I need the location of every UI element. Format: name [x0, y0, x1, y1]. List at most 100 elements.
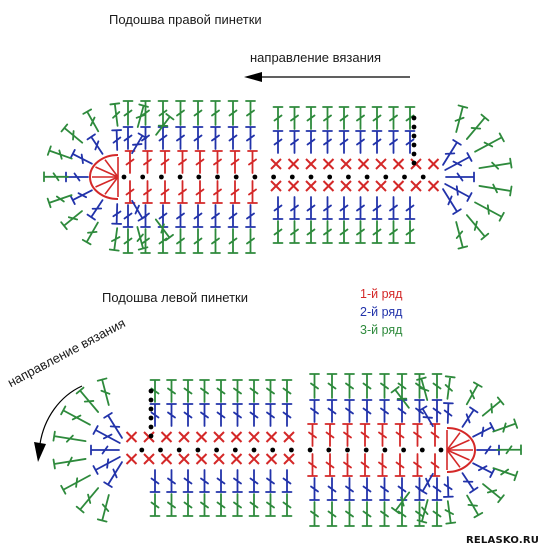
- double-crochet-stitch: [344, 477, 355, 501]
- turning-chain-stitch: [411, 115, 417, 121]
- double-crochet-stitch: [444, 500, 457, 525]
- single-crochet-stitch: [427, 180, 440, 192]
- double-crochet-stitch: [245, 126, 256, 150]
- double-crochet-stitch: [212, 180, 223, 204]
- double-crochet-stitch: [371, 196, 383, 220]
- double-crochet-stitch: [379, 399, 390, 423]
- double-crochet-stitch: [371, 130, 383, 154]
- double-crochet-stitch: [281, 493, 293, 517]
- double-crochet-stitch: [177, 150, 188, 174]
- double-crochet-stitch: [474, 132, 505, 153]
- chain-stitch: [402, 174, 407, 180]
- double-crochet-stitch: [199, 403, 210, 427]
- row1-radial-stitch: [104, 159, 119, 178]
- double-crochet-stitch: [75, 386, 99, 413]
- double-crochet-stitch: [52, 456, 87, 470]
- double-crochet-stitch: [388, 106, 399, 130]
- double-crochet-stitch: [342, 423, 353, 447]
- double-crochet-stitch: [149, 469, 161, 493]
- chain-stitch: [401, 447, 406, 453]
- double-crochet-stitch: [229, 150, 241, 174]
- double-crochet-stitch: [149, 493, 161, 517]
- double-crochet-stitch: [227, 100, 239, 126]
- single-crochet-stitch: [230, 453, 243, 465]
- double-crochet-stitch: [90, 444, 120, 456]
- double-crochet-stitch: [192, 126, 204, 150]
- double-crochet-stitch: [192, 228, 204, 254]
- double-crochet-stitch: [247, 150, 258, 174]
- double-crochet-stitch: [194, 150, 206, 174]
- double-crochet-stitch: [322, 196, 333, 220]
- double-crochet-stitch: [175, 228, 186, 254]
- double-crochet-stitch: [379, 501, 390, 527]
- double-crochet-stitch: [122, 100, 134, 126]
- double-crochet-stitch: [111, 203, 123, 225]
- double-crochet-stitch: [265, 379, 276, 403]
- single-crochet-stitch: [195, 453, 208, 465]
- single-crochet-stitch: [178, 431, 190, 443]
- double-crochet-stitch: [96, 377, 111, 406]
- single-crochet-stitch: [213, 453, 225, 465]
- double-crochet-stitch: [248, 403, 260, 427]
- double-crochet-stitch: [371, 220, 383, 244]
- double-crochet-stitch: [326, 501, 338, 527]
- double-crochet-stitch: [379, 373, 390, 399]
- double-crochet-stitch: [232, 493, 243, 517]
- double-crochet-stitch: [431, 501, 443, 527]
- double-crochet-stitch: [289, 220, 300, 244]
- double-crochet-stitch: [289, 130, 300, 154]
- turning-chain-stitch: [411, 124, 417, 130]
- turning-chain-stitch: [148, 397, 154, 403]
- double-crochet-stitch: [404, 196, 416, 220]
- double-crochet-stitch: [272, 196, 284, 220]
- single-crochet-stitch: [375, 158, 387, 170]
- chain-stitch: [438, 447, 444, 453]
- turning-chain-stitch: [411, 160, 417, 166]
- double-crochet-stitch: [377, 453, 388, 477]
- double-crochet-stitch: [338, 130, 350, 154]
- single-crochet-stitch: [427, 158, 440, 170]
- left-sole-diagram: [52, 373, 522, 527]
- double-crochet-stitch: [342, 453, 353, 477]
- double-crochet-stitch: [247, 180, 258, 204]
- double-crochet-stitch: [245, 228, 256, 254]
- chain-stitch: [419, 447, 425, 453]
- single-crochet-stitch: [160, 453, 173, 465]
- chain-stitch: [252, 174, 258, 180]
- double-crochet-stitch: [305, 220, 317, 244]
- double-crochet-stitch: [215, 493, 227, 517]
- chain-stitch: [364, 174, 370, 180]
- double-crochet-stitch: [65, 171, 89, 183]
- single-crochet-stitch: [213, 431, 225, 443]
- double-crochet-stitch: [122, 204, 134, 228]
- turning-chain-stitch: [411, 142, 417, 148]
- double-crochet-stitch: [305, 106, 317, 130]
- double-crochet-stitch: [416, 499, 429, 524]
- double-crochet-stitch: [142, 180, 153, 204]
- double-crochet-stitch: [109, 102, 121, 127]
- left-sole-title: Подошва левой пинетки: [102, 290, 248, 305]
- double-crochet-stitch: [431, 399, 443, 423]
- row1-arc: [89, 154, 119, 200]
- double-crochet-stitch: [81, 221, 99, 246]
- double-crochet-stitch: [142, 150, 153, 174]
- chain-stitch: [195, 447, 201, 453]
- chain-stitch: [121, 174, 127, 180]
- double-crochet-stitch: [227, 204, 239, 228]
- double-crochet-stitch: [309, 477, 320, 501]
- chain-stitch: [345, 447, 350, 453]
- double-crochet-stitch: [232, 469, 243, 493]
- double-crochet-stitch: [466, 113, 490, 140]
- chain-stitch: [177, 174, 183, 180]
- row1-radial-stitch: [446, 439, 470, 451]
- double-crochet-stitch: [157, 228, 169, 254]
- row1-radial-stitch: [446, 432, 461, 451]
- double-crochet-stitch: [175, 126, 186, 150]
- double-crochet-stitch: [442, 188, 462, 215]
- double-crochet-stitch: [212, 150, 223, 174]
- chain-stitch: [326, 447, 332, 453]
- double-crochet-stitch: [69, 149, 93, 165]
- double-crochet-stitch: [429, 453, 441, 477]
- double-crochet-stitch: [322, 106, 333, 130]
- double-crochet-stitch: [60, 123, 84, 144]
